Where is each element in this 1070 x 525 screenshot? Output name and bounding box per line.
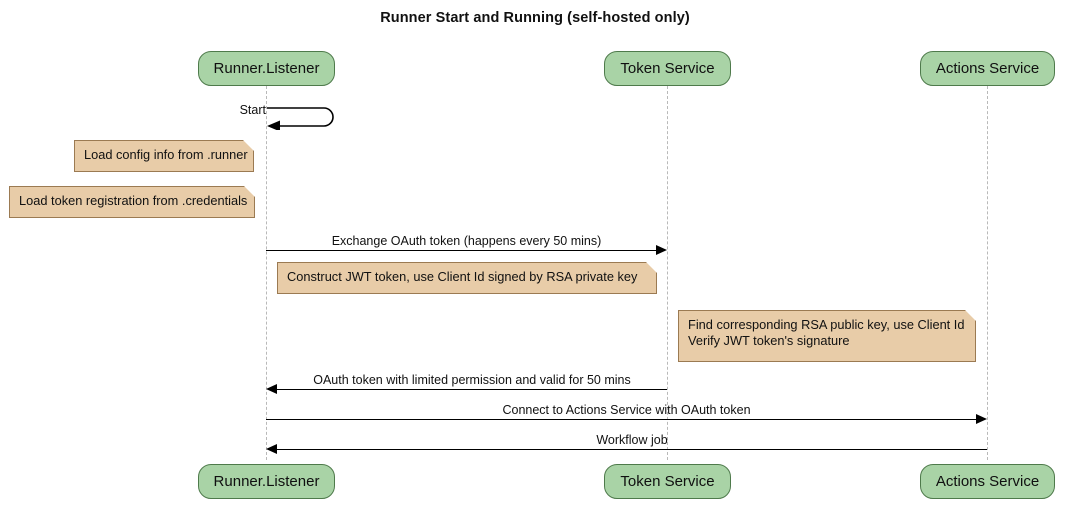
message-line-oauth-token-reply bbox=[277, 389, 667, 390]
message-label-workflow-job: Workflow job bbox=[596, 433, 668, 447]
message-line-connect-actions-service bbox=[266, 419, 976, 420]
arrow-head-exchange-oauth-token bbox=[656, 245, 667, 255]
participant-actions-service-top[interactable]: Actions Service bbox=[920, 51, 1055, 86]
note-line: Load token registration from .credential… bbox=[19, 193, 248, 208]
note-line: Construct JWT token, use Client Id signe… bbox=[287, 269, 638, 284]
page-title: Runner Start and Running (self-hosted on… bbox=[380, 10, 690, 26]
note-line: Load config info from .runner bbox=[84, 147, 248, 162]
participant-label: Actions Service bbox=[935, 60, 1040, 77]
note-fold-icon bbox=[244, 186, 255, 197]
arrow-head-workflow-job bbox=[266, 444, 277, 454]
lifeline-actions bbox=[987, 86, 988, 460]
note-line: Find corresponding RSA public key, use C… bbox=[688, 317, 965, 332]
note-fold-icon bbox=[965, 310, 976, 321]
note-load-token-registration: Load token registration from .credential… bbox=[9, 186, 255, 218]
message-line-exchange-oauth-token bbox=[266, 250, 656, 251]
participant-token-service-bottom[interactable]: Token Service bbox=[604, 464, 731, 499]
participant-token-service-top[interactable]: Token Service bbox=[604, 51, 731, 86]
note-construct-jwt: Construct JWT token, use Client Id signe… bbox=[277, 262, 657, 294]
participant-label: Runner.Listener bbox=[213, 60, 320, 77]
arrow-head-connect-actions-service bbox=[976, 414, 987, 424]
participant-runner-listener-bottom[interactable]: Runner.Listener bbox=[198, 464, 335, 499]
note-verify-jwt: Find corresponding RSA public key, use C… bbox=[678, 310, 976, 362]
arrow-head-oauth-token-reply bbox=[266, 384, 277, 394]
message-label-connect-actions-service: Connect to Actions Service with OAuth to… bbox=[502, 403, 751, 417]
participant-label: Token Service bbox=[620, 60, 715, 77]
note-fold-icon bbox=[646, 262, 657, 273]
note-load-config: Load config info from .runner bbox=[74, 140, 254, 172]
message-start-selfloop bbox=[262, 104, 344, 130]
participant-runner-listener-top[interactable]: Runner.Listener bbox=[198, 51, 335, 86]
lifeline-runner bbox=[266, 86, 267, 460]
lifeline-token bbox=[667, 86, 668, 460]
participant-actions-service-bottom[interactable]: Actions Service bbox=[920, 464, 1055, 499]
message-label-oauth-token-reply: OAuth token with limited permission and … bbox=[313, 373, 631, 387]
note-fold-icon bbox=[243, 140, 254, 151]
message-label-start: Start bbox=[239, 103, 266, 117]
message-label-exchange-oauth-token: Exchange OAuth token (happens every 50 m… bbox=[331, 234, 602, 248]
participant-label: Token Service bbox=[620, 473, 715, 490]
participant-label: Runner.Listener bbox=[213, 473, 320, 490]
note-line: Verify JWT token's signature bbox=[688, 333, 850, 348]
message-line-workflow-job bbox=[277, 449, 987, 450]
participant-label: Actions Service bbox=[935, 473, 1040, 490]
